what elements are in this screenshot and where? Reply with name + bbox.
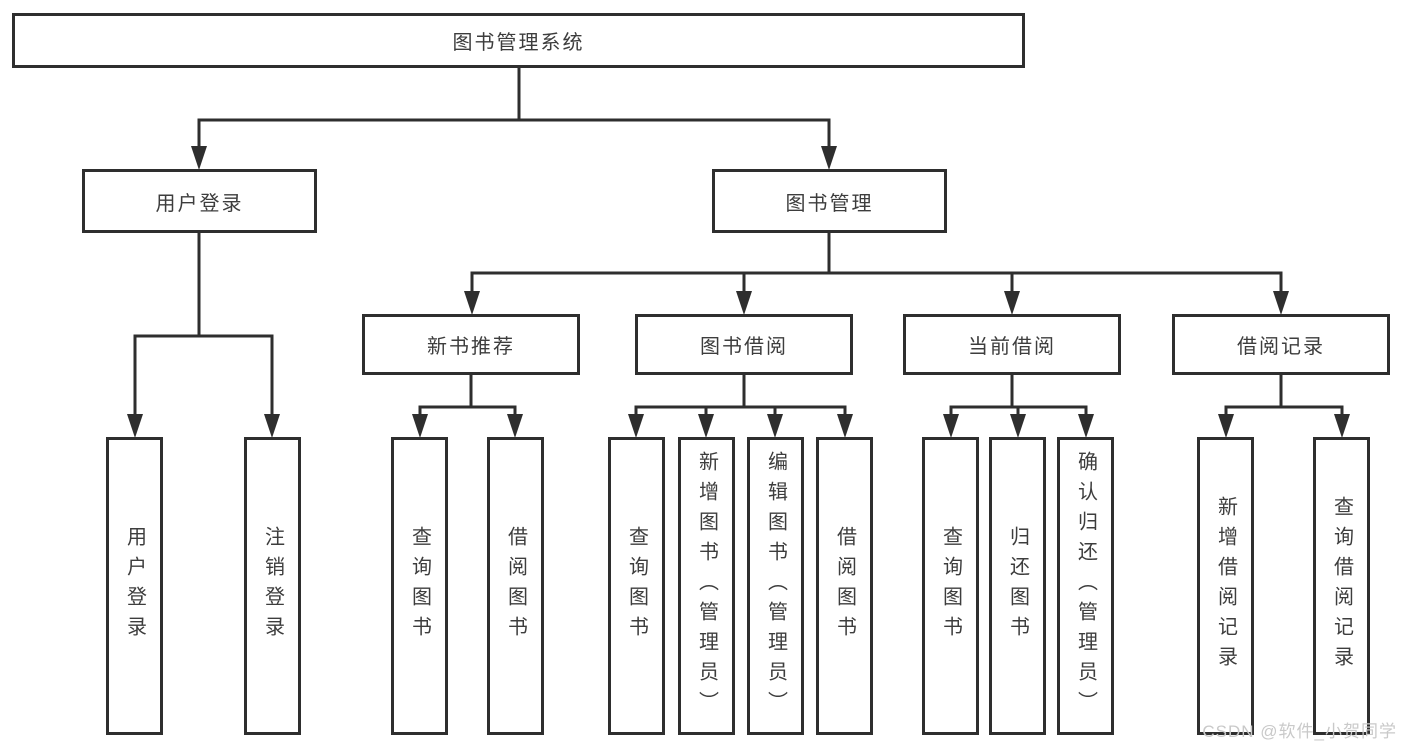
node-label: 用户登录 <box>123 526 146 646</box>
leaf-edit-books-admin: 编辑图书（管理员） <box>747 437 804 735</box>
node-label: 图书借阅 <box>700 336 788 358</box>
node-label: 确认归还（管理员） <box>1074 451 1097 721</box>
leaf-query-borrow-record: 查询借阅记录 <box>1313 437 1370 735</box>
node-label: 归还图书 <box>1006 526 1029 646</box>
connector-book-mgmt-to-level3 <box>470 233 1283 293</box>
connector-current-borrow-to-leaves <box>949 375 1088 416</box>
connector-book-borrow-to-leaves <box>634 375 847 416</box>
csdn-watermark: CSDN @软件_小贺同学 <box>1202 722 1397 741</box>
node-library-management-system: 图书管理系统 <box>12 13 1025 68</box>
node-label: 注销登录 <box>261 526 284 646</box>
node-borrowing-records: 借阅记录 <box>1172 314 1390 375</box>
node-label: 借阅图书 <box>833 526 856 646</box>
leaf-query-books-current: 查询图书 <box>922 437 979 735</box>
connector-borrow-record-to-leaves <box>1224 375 1344 416</box>
leaf-logout: 注销登录 <box>244 437 301 735</box>
leaf-user-login: 用户登录 <box>106 437 163 735</box>
node-book-borrowing: 图书借阅 <box>635 314 853 375</box>
leaf-borrow-books: 借阅图书 <box>816 437 873 735</box>
node-user-login: 用户登录 <box>82 169 317 233</box>
node-label: 图书管理 <box>785 192 874 215</box>
node-label: 用户登录 <box>155 192 244 215</box>
connector-user-login-to-leaves <box>133 233 274 416</box>
arrowheads <box>127 146 1350 438</box>
node-label: 新增图书（管理员） <box>695 451 718 721</box>
connector-new-book-to-leaves <box>418 375 517 416</box>
leaf-return-books: 归还图书 <box>989 437 1046 735</box>
node-label: 借阅图书 <box>504 526 527 646</box>
node-label: 图书管理系统 <box>452 32 585 54</box>
node-label: 查询图书 <box>408 526 431 646</box>
leaf-query-books-borrow: 查询图书 <box>608 437 665 735</box>
node-current-borrowing: 当前借阅 <box>903 314 1121 375</box>
node-label: 新增借阅记录 <box>1214 496 1237 676</box>
node-label: 查询图书 <box>625 526 648 646</box>
node-label: 新书推荐 <box>427 336 515 358</box>
node-label: 查询图书 <box>939 526 962 646</box>
leaf-add-borrow-record: 新增借阅记录 <box>1197 437 1254 735</box>
node-label: 借阅记录 <box>1237 336 1325 358</box>
node-label: 查询借阅记录 <box>1330 496 1353 676</box>
leaf-confirm-return-admin: 确认归还（管理员） <box>1057 437 1114 735</box>
node-label: 当前借阅 <box>968 336 1056 358</box>
node-new-book-recommend: 新书推荐 <box>362 314 580 375</box>
leaf-query-books-recommend: 查询图书 <box>391 437 448 735</box>
node-book-management: 图书管理 <box>712 169 947 233</box>
leaf-add-books-admin: 新增图书（管理员） <box>678 437 735 735</box>
node-label: 编辑图书（管理员） <box>764 451 787 721</box>
connector-root-to-level2 <box>197 68 831 148</box>
leaf-borrow-books-recommend: 借阅图书 <box>487 437 544 735</box>
